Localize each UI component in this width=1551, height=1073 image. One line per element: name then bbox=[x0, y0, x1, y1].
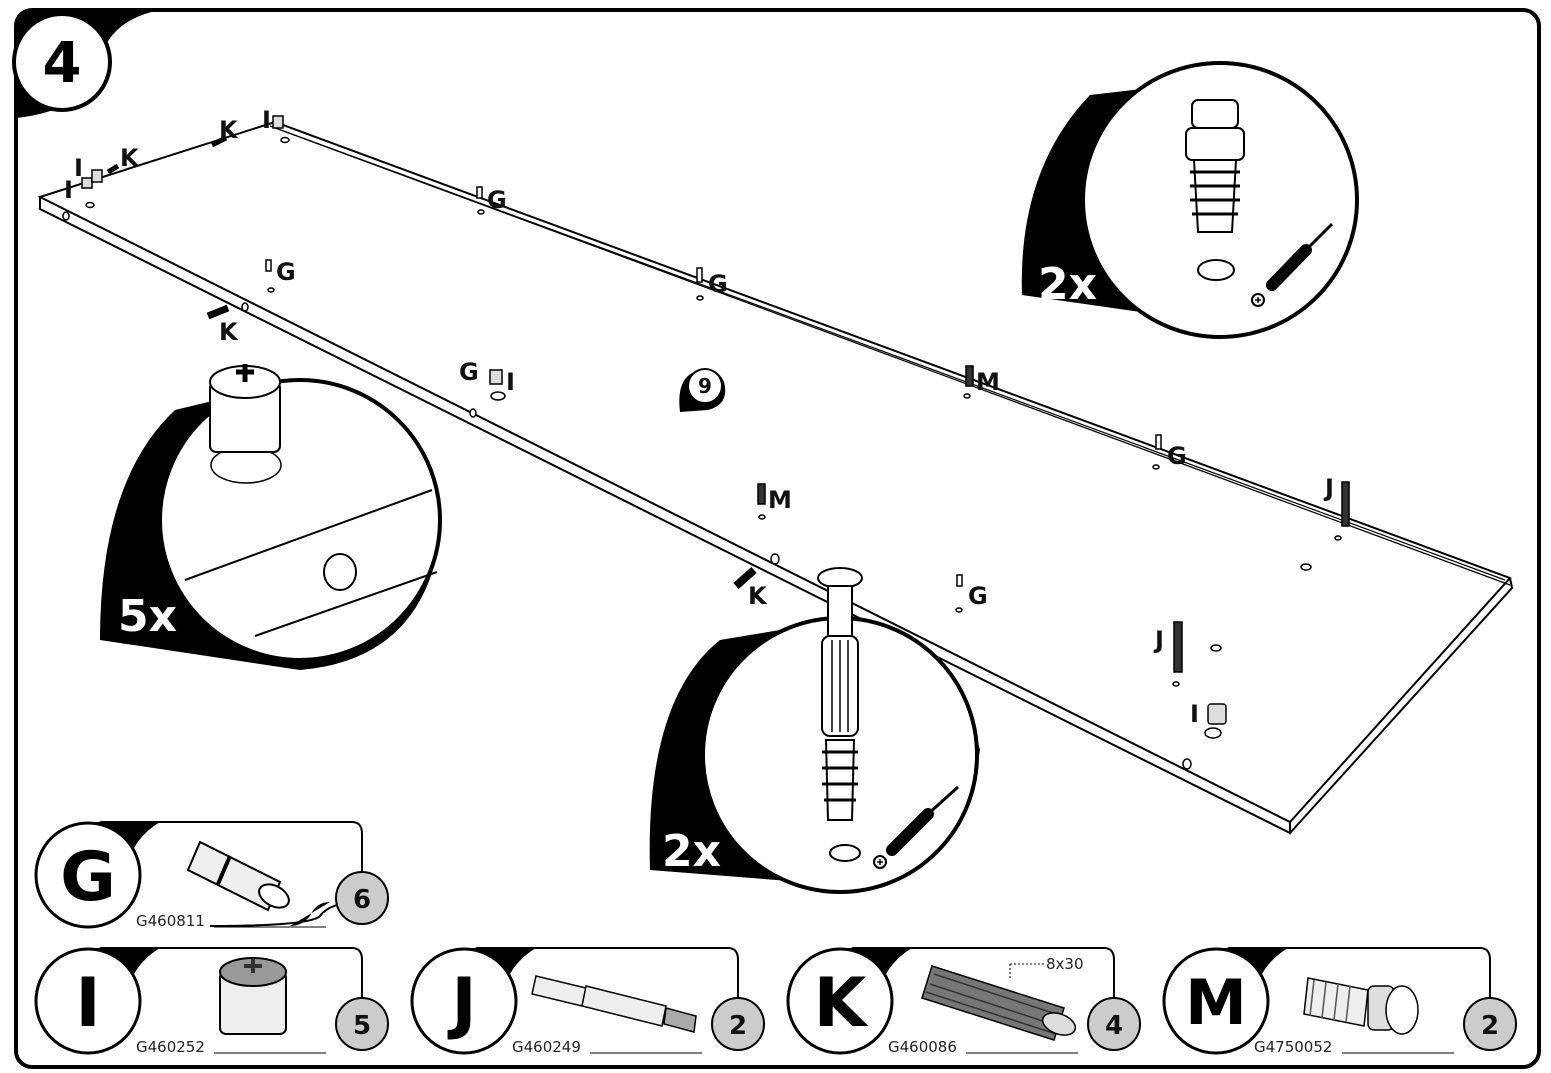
part-card-j: J 2 G460249 bbox=[410, 947, 765, 1056]
detail-screw-top: 2x bbox=[1021, 61, 1359, 339]
screwdriver-icon bbox=[873, 785, 960, 869]
part-code: G4750052 bbox=[1254, 1038, 1332, 1056]
label-k: K bbox=[219, 116, 239, 144]
screw-top-count: 2x bbox=[1038, 259, 1097, 310]
part-card-m: M 2 G4750052 bbox=[1162, 947, 1517, 1056]
label-k: K bbox=[748, 582, 768, 610]
part-letter: I bbox=[75, 964, 100, 1043]
label-j: J bbox=[1153, 626, 1164, 654]
part-card-k: K 8x30 4 G460086 bbox=[786, 947, 1141, 1056]
label-k: K bbox=[219, 318, 239, 346]
label-j: J bbox=[1323, 474, 1334, 502]
label-i: I bbox=[1190, 700, 1199, 728]
part-card-g: G 6 G460811 bbox=[34, 821, 389, 930]
label-i: I bbox=[506, 368, 515, 396]
label-g: G bbox=[1167, 442, 1187, 470]
dowel-illustration bbox=[186, 840, 290, 912]
detail-screw-bottom: 2x bbox=[649, 567, 980, 894]
part-quantity: 2 bbox=[729, 1011, 747, 1041]
label-m: M bbox=[976, 368, 1000, 396]
label-g: G bbox=[968, 582, 988, 610]
part-letter: J bbox=[447, 964, 476, 1043]
label-i: I bbox=[74, 154, 83, 182]
part-code: G460249 bbox=[512, 1038, 581, 1056]
label-g: G bbox=[708, 270, 728, 298]
panel-number: 9 bbox=[698, 374, 712, 398]
board-labels: I I I I I K K K K G G G G G G M M J J bbox=[64, 106, 1334, 728]
label-g: G bbox=[487, 186, 507, 214]
connector-bolt-illustration bbox=[817, 567, 863, 821]
detail-cam-lock: 5x bbox=[100, 364, 442, 670]
dowel-screw-illustration bbox=[1303, 977, 1419, 1035]
part-card-i: I 5 G460252 bbox=[34, 947, 389, 1056]
label-i: I bbox=[64, 176, 73, 204]
board-holes bbox=[62, 136, 1342, 770]
part-dimension: 8x30 bbox=[1046, 955, 1084, 973]
part-code: G460811 bbox=[136, 912, 205, 930]
label-k: K bbox=[120, 144, 140, 172]
part-quantity: 6 bbox=[353, 885, 371, 915]
label-g: G bbox=[459, 358, 479, 386]
screw-bottom-count: 2x bbox=[662, 826, 721, 877]
part-code: G460252 bbox=[136, 1038, 205, 1056]
screwdriver-icon bbox=[1251, 222, 1334, 307]
label-m: M bbox=[768, 486, 792, 514]
part-quantity: 2 bbox=[1481, 1011, 1499, 1041]
part-quantity: 4 bbox=[1105, 1011, 1123, 1041]
part-code: G460086 bbox=[888, 1038, 957, 1056]
label-i: I bbox=[262, 106, 271, 134]
page-frame bbox=[14, 8, 1541, 1069]
step-number: 4 bbox=[43, 31, 82, 96]
cam-lock-count: 5x bbox=[118, 591, 177, 642]
dowel-screw-illustration bbox=[1185, 99, 1245, 233]
cam-lock-illustration bbox=[219, 957, 287, 1035]
part-quantity: 5 bbox=[353, 1011, 371, 1041]
label-g: G bbox=[276, 258, 296, 286]
connector-bolt-illustration bbox=[531, 975, 697, 1033]
hardware-pieces bbox=[81, 115, 1350, 725]
part-letter: M bbox=[1185, 966, 1247, 1039]
panel-number-badge: 9 bbox=[679, 368, 726, 412]
wood-dowel-illustration bbox=[921, 965, 1077, 1041]
step-badge: 4 bbox=[12, 10, 160, 118]
part-letter: K bbox=[814, 964, 869, 1043]
part-letter: G bbox=[60, 838, 116, 917]
